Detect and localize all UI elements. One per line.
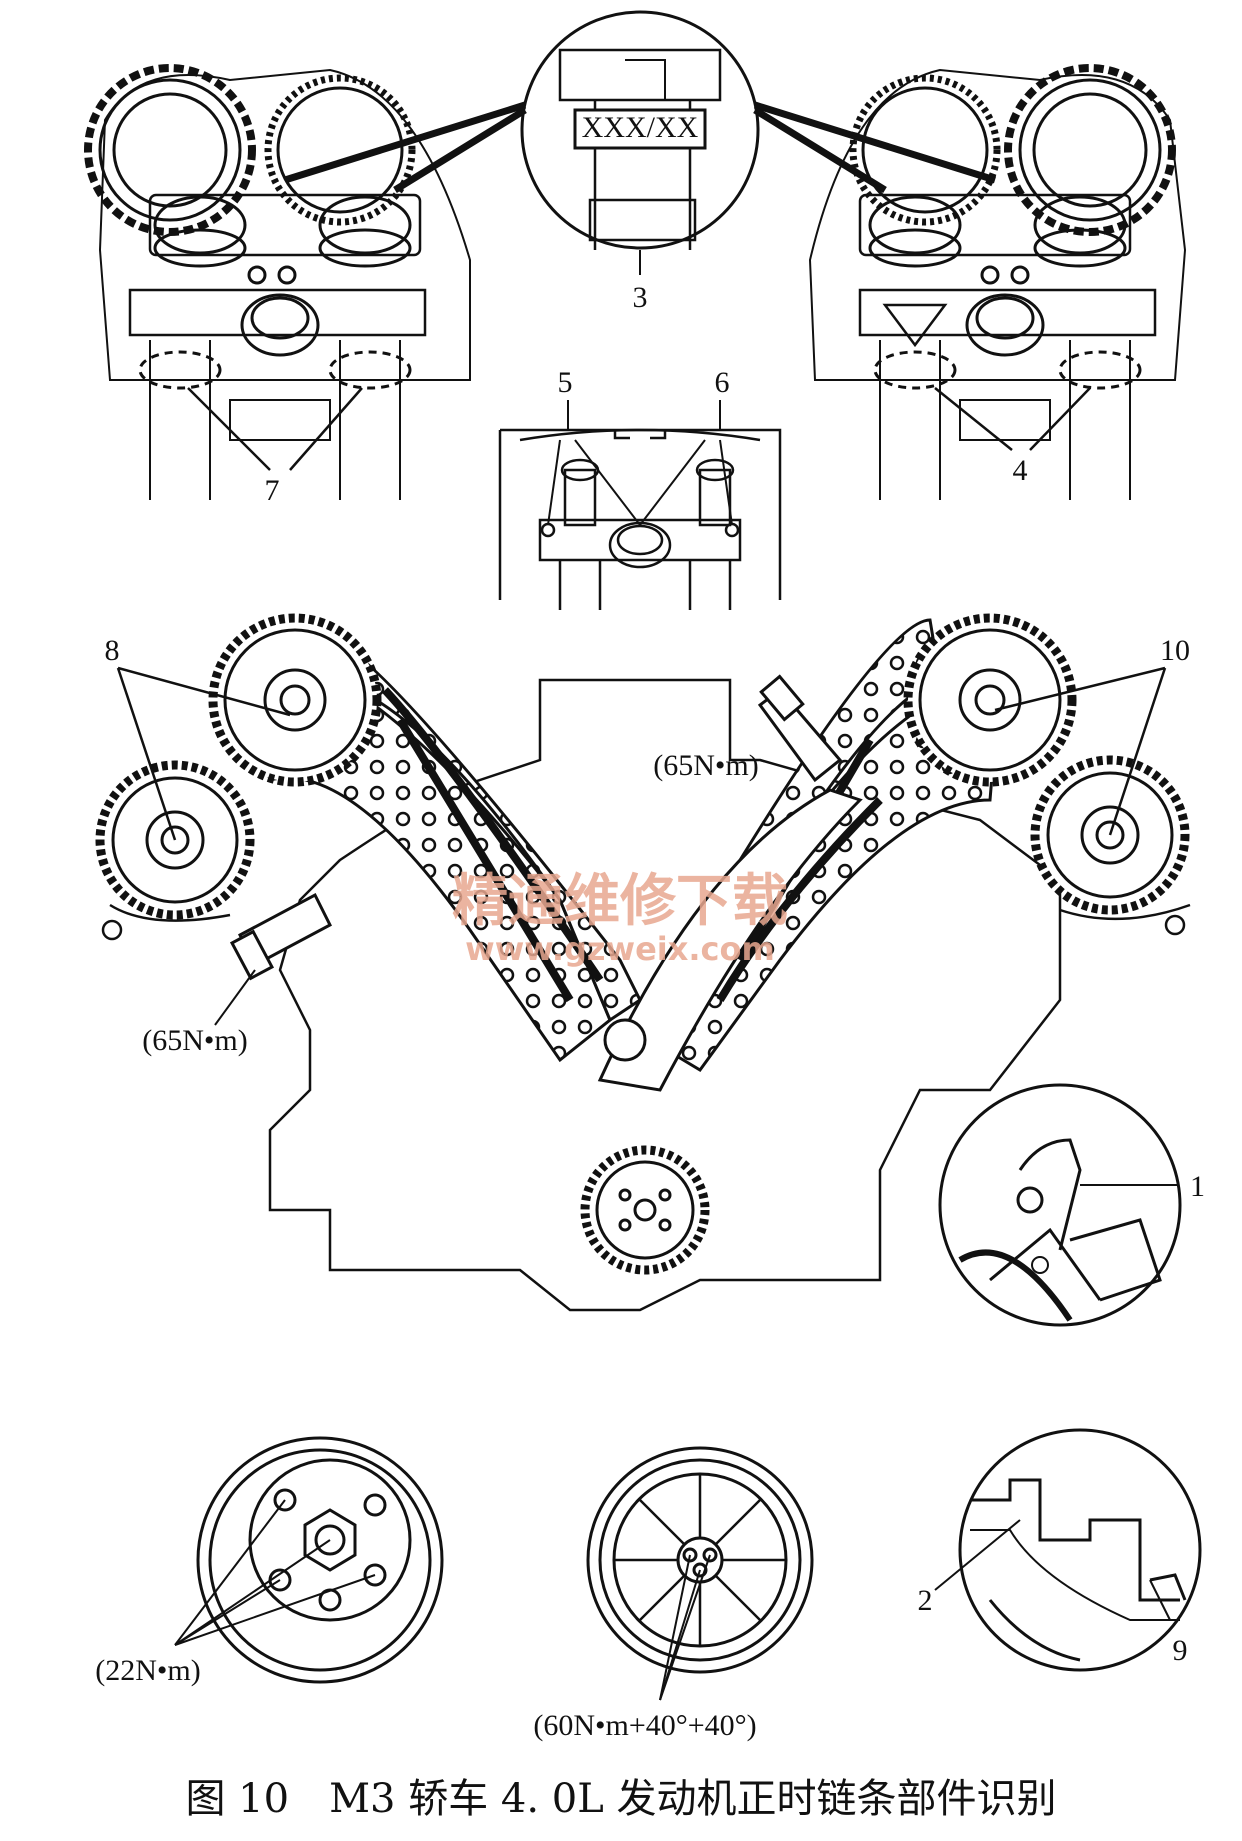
right-cam-sprocket-b	[1004, 64, 1176, 236]
callout-3: 3	[633, 281, 648, 314]
crank-bolt-leaders	[659, 1554, 711, 1701]
right-cam-sprocket-a	[849, 74, 1001, 226]
callout-10: 10	[1160, 634, 1190, 667]
crank-pulley	[586, 1446, 814, 1674]
tensioner-right	[757, 674, 843, 783]
left-cam-sprocket-b	[264, 74, 416, 226]
callout-4-leaders	[934, 387, 1091, 451]
figure-caption: 图 10 M3 轿车 4. 0L 发动机正时链条部件识别	[185, 1776, 1056, 1822]
tensioner-arm	[597, 788, 863, 1092]
tensioner-left	[229, 892, 332, 981]
left-cam-sprocket-a	[84, 64, 256, 236]
torque-crank-bolt: (60N•m+40°+40°)	[533, 1709, 756, 1742]
callout-2-leader	[934, 1519, 1021, 1591]
marking-label: XXX/XX	[582, 111, 699, 144]
watermark-cn: 精通维修下载	[452, 869, 788, 934]
callout-1: 1	[1190, 1170, 1205, 1203]
callout-4: 4	[1013, 454, 1028, 487]
magnifier-leaders-right	[753, 101, 997, 193]
torque-tensioner-right: (65N•m)	[653, 749, 758, 782]
cam-sprocket-right-upper	[903, 613, 1077, 787]
torque-damper-bolts: (22N•m)	[95, 1654, 200, 1687]
left-tab-hole	[101, 919, 123, 941]
callout-8-leaders	[116, 666, 291, 841]
left-cam-view	[84, 64, 471, 500]
callout-2: 2	[918, 1584, 933, 1617]
magnifier-leaders-left	[283, 101, 527, 193]
cam-sprocket-left-upper	[208, 613, 382, 787]
tensioner-left-leader	[214, 969, 256, 1026]
callout-10-leaders	[994, 666, 1167, 836]
vibration-damper	[196, 1436, 444, 1684]
magnifier-marking	[520, 10, 760, 250]
callout-7: 7	[265, 474, 280, 507]
callout-6: 6	[715, 366, 730, 399]
callout-5: 5	[558, 366, 573, 399]
right-tab-hole	[1164, 914, 1186, 936]
callout-9-leader	[1149, 1579, 1171, 1621]
detail-circle-1	[938, 1083, 1182, 1327]
chain-guides	[382, 687, 883, 1003]
callout-7-leaders	[187, 387, 363, 471]
right-sprocket-tab	[1059, 903, 1191, 921]
bearing-cap-inset	[498, 428, 782, 610]
callout-9: 9	[1173, 1634, 1188, 1667]
callout-8: 8	[105, 634, 120, 667]
torque-tensioner-left: (65N•m)	[142, 1024, 247, 1057]
damper-bolt-leaders	[174, 1499, 376, 1646]
callout-5-6-leaders	[547, 400, 733, 526]
watermark-url: www.gzweix.com	[465, 930, 775, 968]
detail-circle-2-9	[958, 1428, 1202, 1672]
right-cam-view	[808, 64, 1187, 500]
left-sprocket-tab	[109, 903, 231, 922]
crank-sprocket	[580, 1145, 710, 1275]
